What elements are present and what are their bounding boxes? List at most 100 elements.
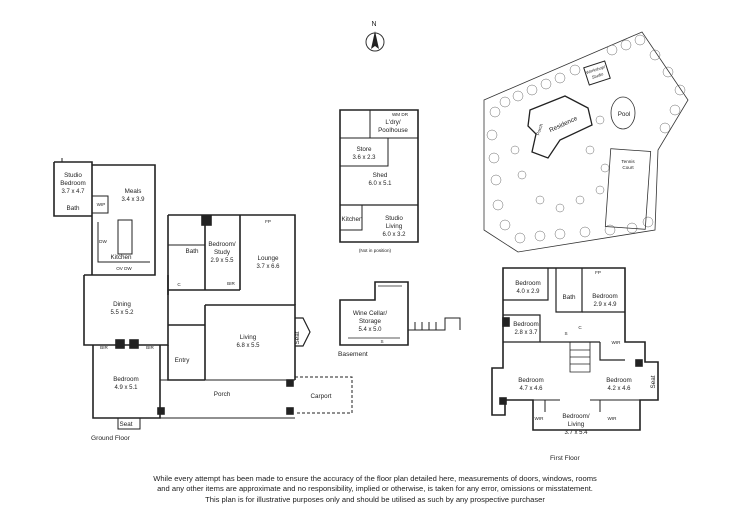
- room-studio-bedroom-line2: Bedroom: [60, 180, 86, 187]
- room-living-name: Living: [240, 334, 257, 341]
- room-fp: FP: [265, 219, 271, 224]
- bir-block-right: [129, 339, 139, 349]
- basement-s: S: [380, 339, 383, 344]
- room-shed-name: Shed: [373, 172, 388, 179]
- basement-plan: [339, 281, 461, 346]
- room-lounge-name: Lounge: [257, 255, 279, 262]
- room-ff-s: S: [564, 331, 567, 336]
- room-studio-bedroom-line1: Studio: [64, 172, 82, 179]
- room-bath-studio: Bath: [67, 205, 80, 212]
- room-meals-size: 3.4 x 3.9: [121, 197, 145, 203]
- basement-shelf: [348, 285, 402, 339]
- site-workshop-line2: Studio: [591, 71, 604, 80]
- room-ff-bedroom-e-size: 4.2 x 4.6: [607, 386, 631, 392]
- room-dw: DW: [99, 239, 107, 244]
- wall-ff-wir: [533, 399, 640, 412]
- room-studio-living-line2: Living: [386, 223, 403, 230]
- wall-central: [167, 214, 296, 305]
- site-tennis-line2: Court: [622, 165, 634, 170]
- site-tennis-court: [604, 148, 652, 230]
- room-ldry-line2: Poolhouse: [378, 127, 408, 134]
- kitchen-island: [117, 219, 133, 255]
- wall-studio: [53, 161, 93, 217]
- ff-block-2: [499, 397, 507, 405]
- compass: N: [365, 21, 385, 52]
- room-store-size: 3.6 x 2.3: [352, 155, 376, 161]
- site-pool: [610, 96, 636, 130]
- room-ff-wir-mid: WIR: [608, 416, 618, 421]
- outbuilding-plan: [339, 109, 419, 243]
- room-seat-porch: Seat: [120, 421, 133, 428]
- ff-fp-block: [502, 317, 510, 327]
- porch-post-2: [286, 379, 294, 387]
- basement-label: Basement: [338, 351, 368, 358]
- kitchen-bench: [97, 222, 150, 263]
- room-bir-right: BIR: [146, 345, 154, 350]
- fp-block: [201, 215, 212, 226]
- room-ff-fp: FP: [595, 270, 601, 275]
- room-ff-bedroom-c-name: Bedroom: [513, 321, 539, 328]
- wall-ff-mid: [540, 311, 625, 361]
- site-pool-label: Pool: [618, 111, 631, 118]
- room-dining-size: 5.5 x 5.2: [110, 310, 134, 316]
- site-porch-label: Porch: [535, 123, 544, 136]
- room-studio-living-line1: Studio: [385, 215, 403, 222]
- site-tennis-line1: Tennis: [621, 159, 635, 164]
- disclaimer-line-3: This plan is for illustrative purposes o…: [205, 494, 545, 504]
- room-bir: BIR: [227, 281, 235, 286]
- room-bir-left: BIR: [100, 345, 108, 350]
- room-ff-seat: Seat: [650, 375, 657, 388]
- room-shed-size: 6.0 x 5.1: [368, 181, 392, 187]
- ground-floor-label: Ground Floor: [91, 435, 131, 442]
- site-residence-label: Residence: [548, 115, 579, 134]
- room-living-size: 6.8 x 5.5: [236, 343, 260, 349]
- wall-outbuilding: [339, 109, 419, 243]
- room-ff-bedroom-b-size: 2.9 x 4.9: [593, 302, 617, 308]
- room-ff-bath: Bath: [563, 294, 576, 301]
- ff-block-3: [635, 359, 643, 367]
- wall-kitchen-out: [340, 205, 363, 231]
- wall-entry: [167, 324, 205, 381]
- room-ff-bedroom-c-size: 2.8 x 3.7: [514, 330, 538, 336]
- room-bedroom-study-line1: Bedroom/: [208, 241, 236, 248]
- room-entry: Entry: [175, 357, 191, 364]
- seat-box: [117, 417, 141, 430]
- wall-ff-stairs: [569, 342, 591, 373]
- room-studio-bedroom-size: 3.7 x 4.7: [61, 189, 85, 195]
- wall-ldry: [340, 110, 418, 139]
- room-kitchen: Kitchen: [110, 254, 132, 261]
- room-porch: Porch: [214, 391, 231, 398]
- room-wm-dr: WM DR: [392, 112, 409, 117]
- room-wip: WIP: [97, 202, 106, 207]
- room-ff-c: C: [578, 325, 582, 330]
- wall-store: [340, 138, 389, 167]
- room-wine-cellar-line1: Wine Cellar/: [353, 310, 388, 317]
- room-dining-name: Dining: [113, 301, 131, 308]
- room-ff-bedroom-living-line1: Bedroom/: [562, 413, 590, 420]
- compass-north-label: N: [371, 21, 376, 28]
- wall-carport: [295, 376, 353, 414]
- room-seat-living: Seat: [294, 331, 301, 344]
- wall-ff-bedroom-c: [503, 314, 541, 343]
- room-c: C: [177, 282, 181, 287]
- ground-floor-plan: [53, 158, 353, 430]
- room-ff-bedroom-d-size: 4.7 x 4.6: [519, 386, 543, 392]
- ground-floor-labels: Studio Bedroom 3.7 x 4.7 Bath WIP Meals …: [60, 172, 332, 442]
- room-bedroom-main-name: Bedroom: [113, 376, 139, 383]
- room-carport: Carport: [311, 393, 332, 400]
- compass-arrow-icon: [371, 31, 379, 49]
- wall-dining: [83, 275, 169, 346]
- wall-living: [204, 304, 296, 380]
- room-bedroom-main-size: 4.9 x 5.1: [114, 385, 138, 391]
- disclaimer-line-2: and any other items are approximate and …: [157, 484, 593, 494]
- first-floor-plan: [491, 267, 659, 431]
- porch-post-3: [286, 407, 294, 415]
- site-residence: [527, 95, 593, 159]
- room-wine-cellar-line2: Storage: [359, 318, 382, 325]
- wall-ff-bedroom-a: [503, 268, 549, 301]
- room-lounge-size: 3.7 x 6.6: [256, 264, 280, 270]
- disclaimer-line-1: While every attempt has been made to ens…: [153, 474, 597, 483]
- room-ff-bedroom-d-name: Bedroom: [518, 377, 544, 384]
- room-kitchen-out: Kitchen: [341, 216, 363, 223]
